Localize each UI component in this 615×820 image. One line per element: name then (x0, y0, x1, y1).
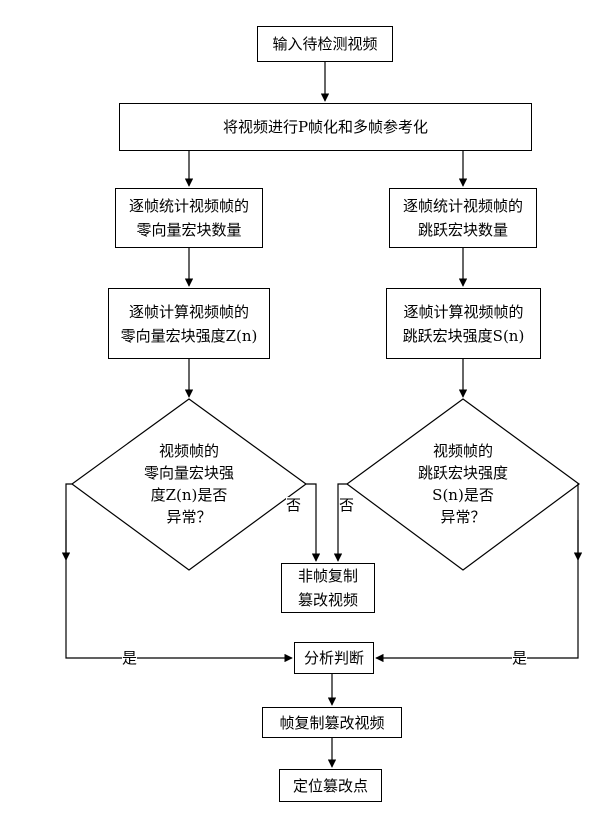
decision-text-zero: 视频帧的 零向量宏块强 度Z(n)是否 异常？ (143, 442, 234, 526)
decision-diamond-skip (345, 398, 581, 571)
edge-label-no-left: 否 (286, 496, 302, 514)
node-locate: 定位篡改点 (279, 769, 382, 802)
node-forged: 帧复制篡改视频 (262, 707, 402, 738)
edge-no-left (306, 483, 321, 562)
edge-yes-left (65, 483, 293, 663)
edge-label-no-right: 否 (339, 496, 355, 514)
node-input: 输入待检测视频 (257, 26, 393, 62)
node-analyze: 分析判断 (294, 642, 374, 674)
node-calc-skip: 逐帧计算视频帧的 跳跃宏块强度S(n) (386, 288, 541, 359)
edge-label-yes-left: 是 (122, 649, 138, 667)
edge-no-right (333, 483, 347, 562)
node-non-forged: 非帧复制 篡改视频 (281, 563, 375, 613)
edge-label-yes-right: 是 (512, 649, 528, 667)
node-count-zero: 逐帧统计视频帧的 零向量宏块数量 (115, 188, 263, 248)
node-count-skip: 逐帧统计视频帧的 跳跃宏块数量 (389, 188, 537, 248)
decision-text-skip: 视频帧的 跳跃宏块强度 S(n)是否 异常？ (417, 442, 508, 526)
decision-diamond-zero (70, 398, 308, 571)
edge-yes-right (375, 483, 579, 663)
node-calc-zero: 逐帧计算视频帧的 零向量宏块强度Z(n) (108, 288, 270, 359)
node-preprocess: 将视频进行P帧化和多帧参考化 (119, 103, 532, 151)
